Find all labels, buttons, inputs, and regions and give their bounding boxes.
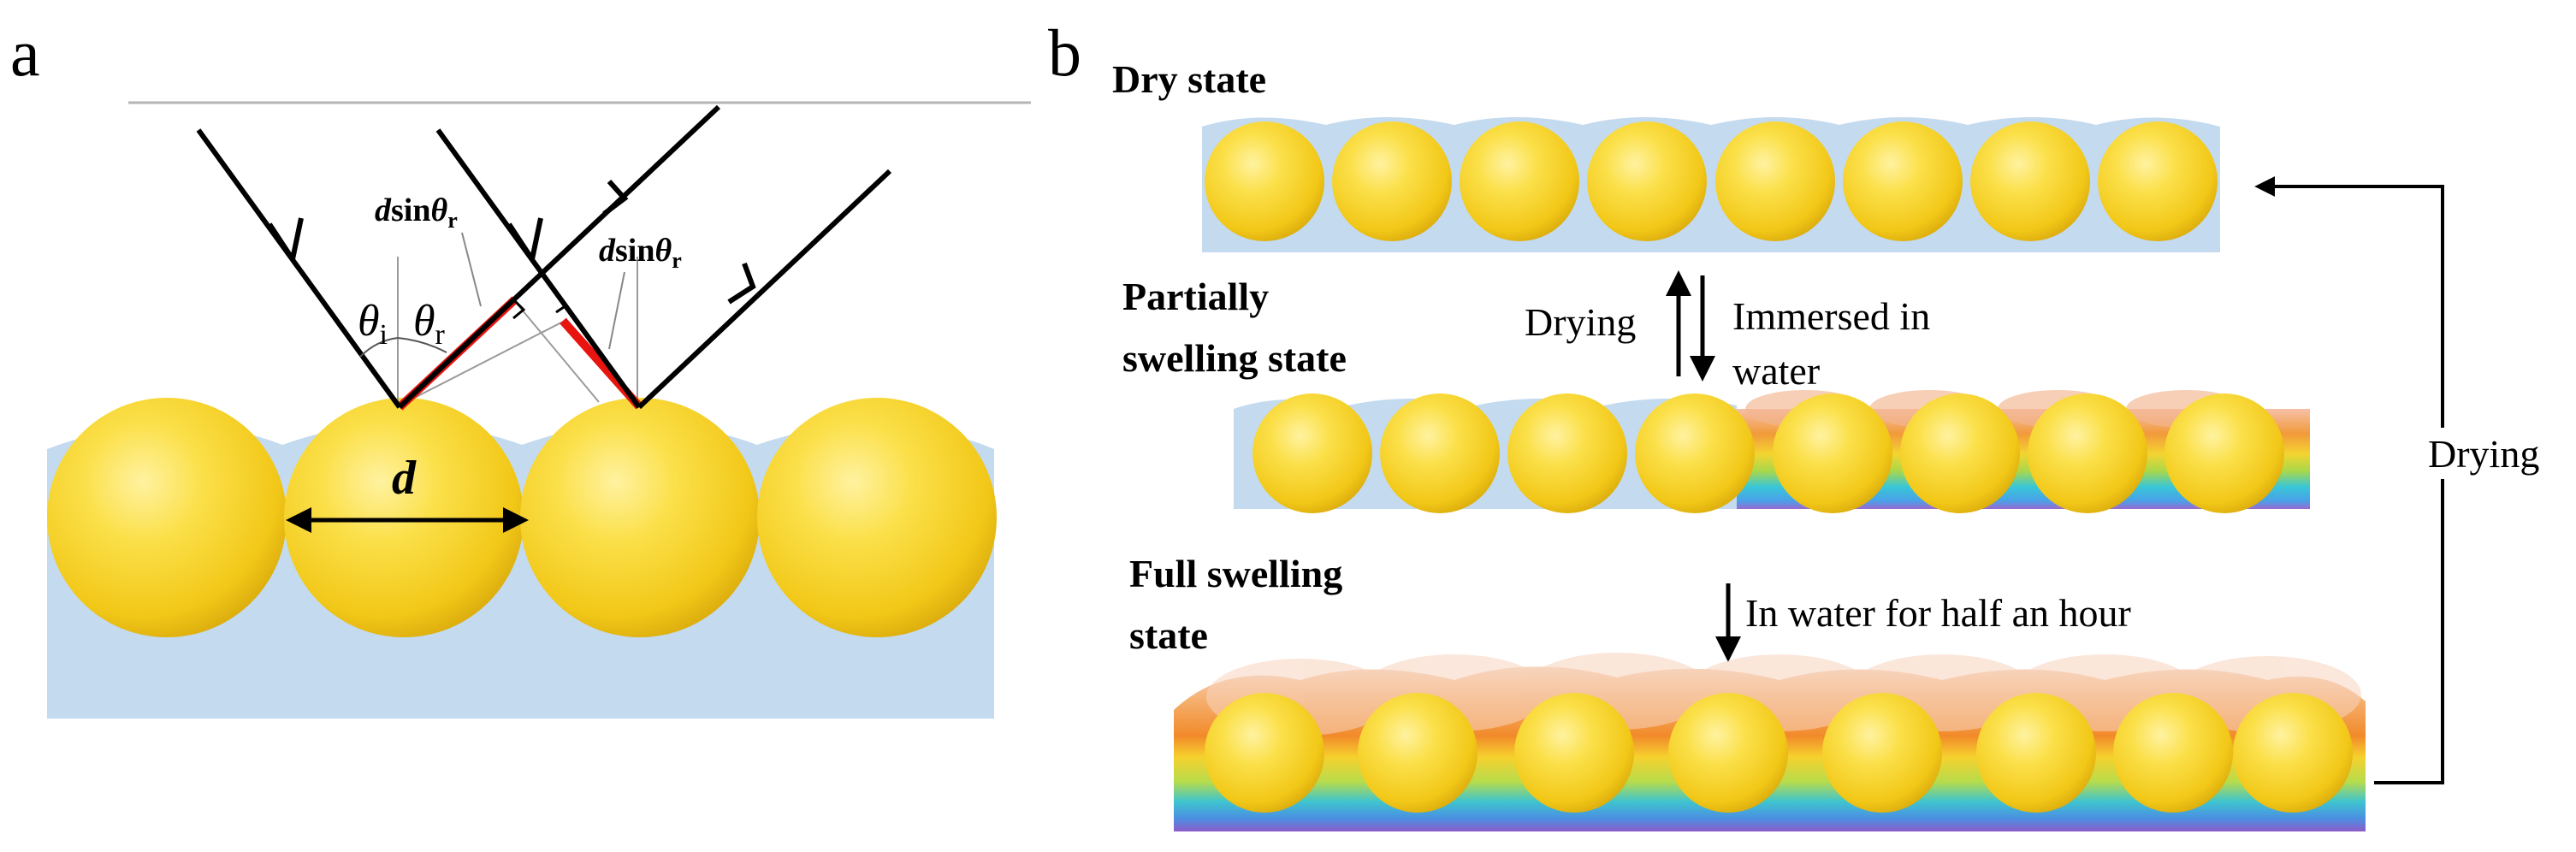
sphere	[47, 398, 287, 637]
sphere	[1507, 393, 1627, 513]
sphere	[284, 398, 524, 637]
sphere	[1635, 393, 1755, 513]
spheres-full	[1205, 693, 2353, 813]
d-label: d	[392, 452, 417, 505]
sphere	[2113, 693, 2233, 813]
sphere	[1460, 121, 1579, 241]
theta-r-arc	[397, 337, 447, 353]
sphere	[1668, 693, 1788, 813]
sphere	[1976, 693, 2096, 813]
dsin-pointer-left	[461, 232, 482, 307]
theta-i-label: θi	[358, 297, 388, 351]
right-angle-mark	[512, 298, 526, 320]
spheres-partial	[1252, 393, 2284, 513]
drying-right-label-bg	[2425, 428, 2562, 479]
dsin-pointer-right	[608, 271, 625, 350]
sphere	[1822, 693, 1942, 813]
incident-ray-1	[196, 128, 402, 409]
sphere	[1205, 693, 1324, 813]
half-hour-label: In water for half an hour	[1745, 591, 2131, 635]
drying-right-label: Drying	[2428, 432, 2539, 476]
sphere	[1514, 693, 1634, 813]
reflected-ray-1	[397, 104, 721, 410]
sphere	[2028, 393, 2147, 513]
sphere	[2233, 693, 2353, 813]
sphere	[1843, 121, 1963, 241]
dsin-label-right: dsinθr	[599, 233, 682, 273]
sphere	[1900, 393, 2020, 513]
drying-return-path	[2254, 176, 2444, 784]
dry-state-label: Dry state	[1112, 57, 1266, 101]
gel-layer-dry	[1202, 117, 2220, 252]
spheres-dry	[1205, 121, 2218, 241]
theta-i-arc	[359, 337, 399, 358]
panel-b-label: b	[1048, 15, 1081, 90]
sphere	[1587, 121, 1707, 241]
sphere	[757, 398, 997, 637]
reflected-ray-2	[637, 169, 892, 410]
sphere	[1715, 121, 1835, 241]
panel-a-label: a	[10, 15, 40, 90]
sphere	[1358, 693, 1477, 813]
sphere	[2164, 393, 2284, 513]
dsin-label-left: dsinθr	[375, 192, 458, 233]
sphere	[1332, 121, 1452, 241]
rays	[196, 104, 892, 410]
sphere	[1970, 121, 2090, 241]
ray-arrowheads	[267, 179, 756, 305]
sphere	[520, 398, 760, 637]
theta-r-label: θr	[413, 297, 446, 351]
incident-ray-2	[435, 128, 642, 409]
sphere	[2098, 121, 2218, 241]
sphere	[1380, 393, 1500, 513]
sphere	[1773, 393, 1892, 513]
sphere	[1252, 393, 1372, 513]
drying-left-label: Drying	[1525, 300, 1636, 344]
sphere	[1205, 121, 1324, 241]
